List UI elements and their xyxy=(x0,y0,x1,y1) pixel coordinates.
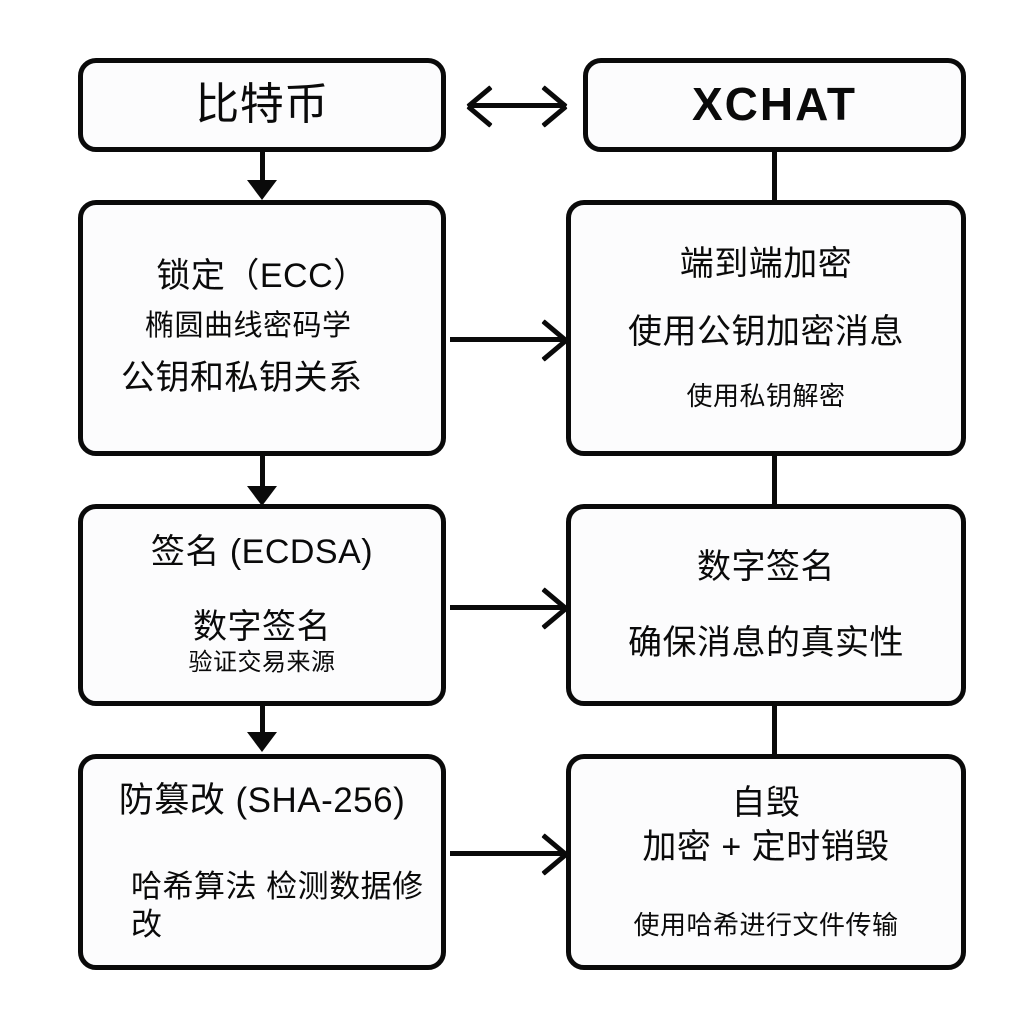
node-ecdsa-line2: 数字签名 xyxy=(193,607,331,646)
node-e2e[interactable]: 端到端加密 使用公钥加密消息 使用私钥解密 xyxy=(566,200,966,456)
node-ecc[interactable]: 锁定（ECC） 椭圆曲线密码学 公钥和私钥关系 xyxy=(78,200,446,456)
node-ecdsa[interactable]: 签名 (ECDSA) 数字签名 验证交易来源 xyxy=(78,504,446,706)
node-ecc-line3: 公钥和私钥关系 xyxy=(121,359,363,398)
connector-e2e-signature-line xyxy=(772,456,777,506)
node-e2e-line2: 使用公钥加密消息 xyxy=(628,313,904,352)
connector-sha256-self-shaft xyxy=(450,851,562,856)
node-bitcoin[interactable]: 比特币 xyxy=(78,58,446,152)
connector-ecc-e2e-shaft xyxy=(450,337,562,342)
node-e2e-title: 端到端加密 xyxy=(679,245,853,284)
connector-signature-self-line xyxy=(772,706,777,756)
connector-bitcoin-ecc-head xyxy=(247,180,277,200)
connector-ecdsa-signature-shaft xyxy=(450,605,562,610)
node-bitcoin-title: 比特币 xyxy=(195,80,329,130)
node-sha256-title: 防篡改 (SHA-256) xyxy=(118,781,406,821)
node-ecdsa-line3: 验证交易来源 xyxy=(188,648,336,676)
node-self-destruct-line2: 加密 + 定时销毁 xyxy=(642,828,890,867)
connector-xchat-e2e-line xyxy=(772,152,777,202)
node-ecdsa-title: 签名 (ECDSA) xyxy=(150,533,374,572)
node-digital-signature[interactable]: 数字签名 确保消息的真实性 xyxy=(566,504,966,706)
node-ecc-title: 锁定（ECC） xyxy=(156,257,368,296)
node-self-destruct[interactable]: 自毁 加密 + 定时销毁 使用哈希进行文件传输 xyxy=(566,754,966,970)
node-self-destruct-line3: 使用哈希进行文件传输 xyxy=(633,909,899,940)
connector-ecdsa-sha256-head xyxy=(247,732,277,752)
node-sha256[interactable]: 防篡改 (SHA-256) 哈希算法 检测数据修改 xyxy=(78,754,446,970)
node-ecc-line2: 椭圆曲线密码学 xyxy=(145,310,352,343)
connector-ecdsa-sha256-shaft xyxy=(260,706,265,736)
connector-ecc-ecdsa-head xyxy=(247,486,277,506)
connector-ecc-ecdsa-shaft xyxy=(260,456,265,490)
node-sha256-line2: 哈希算法 检测数据修改 xyxy=(131,869,424,942)
node-self-destruct-title: 自毁 xyxy=(731,784,801,823)
connector-bitcoin-ecc-shaft xyxy=(260,152,265,184)
connector-bitcoin-xchat-shaft xyxy=(470,103,564,108)
node-xchat[interactable]: XCHAT xyxy=(583,58,966,152)
node-xchat-title: XCHAT xyxy=(691,78,858,131)
node-digital-signature-line2: 确保消息的真实性 xyxy=(628,624,904,662)
node-digital-signature-title: 数字签名 xyxy=(697,547,835,586)
node-e2e-line3: 使用私钥解密 xyxy=(686,380,846,411)
